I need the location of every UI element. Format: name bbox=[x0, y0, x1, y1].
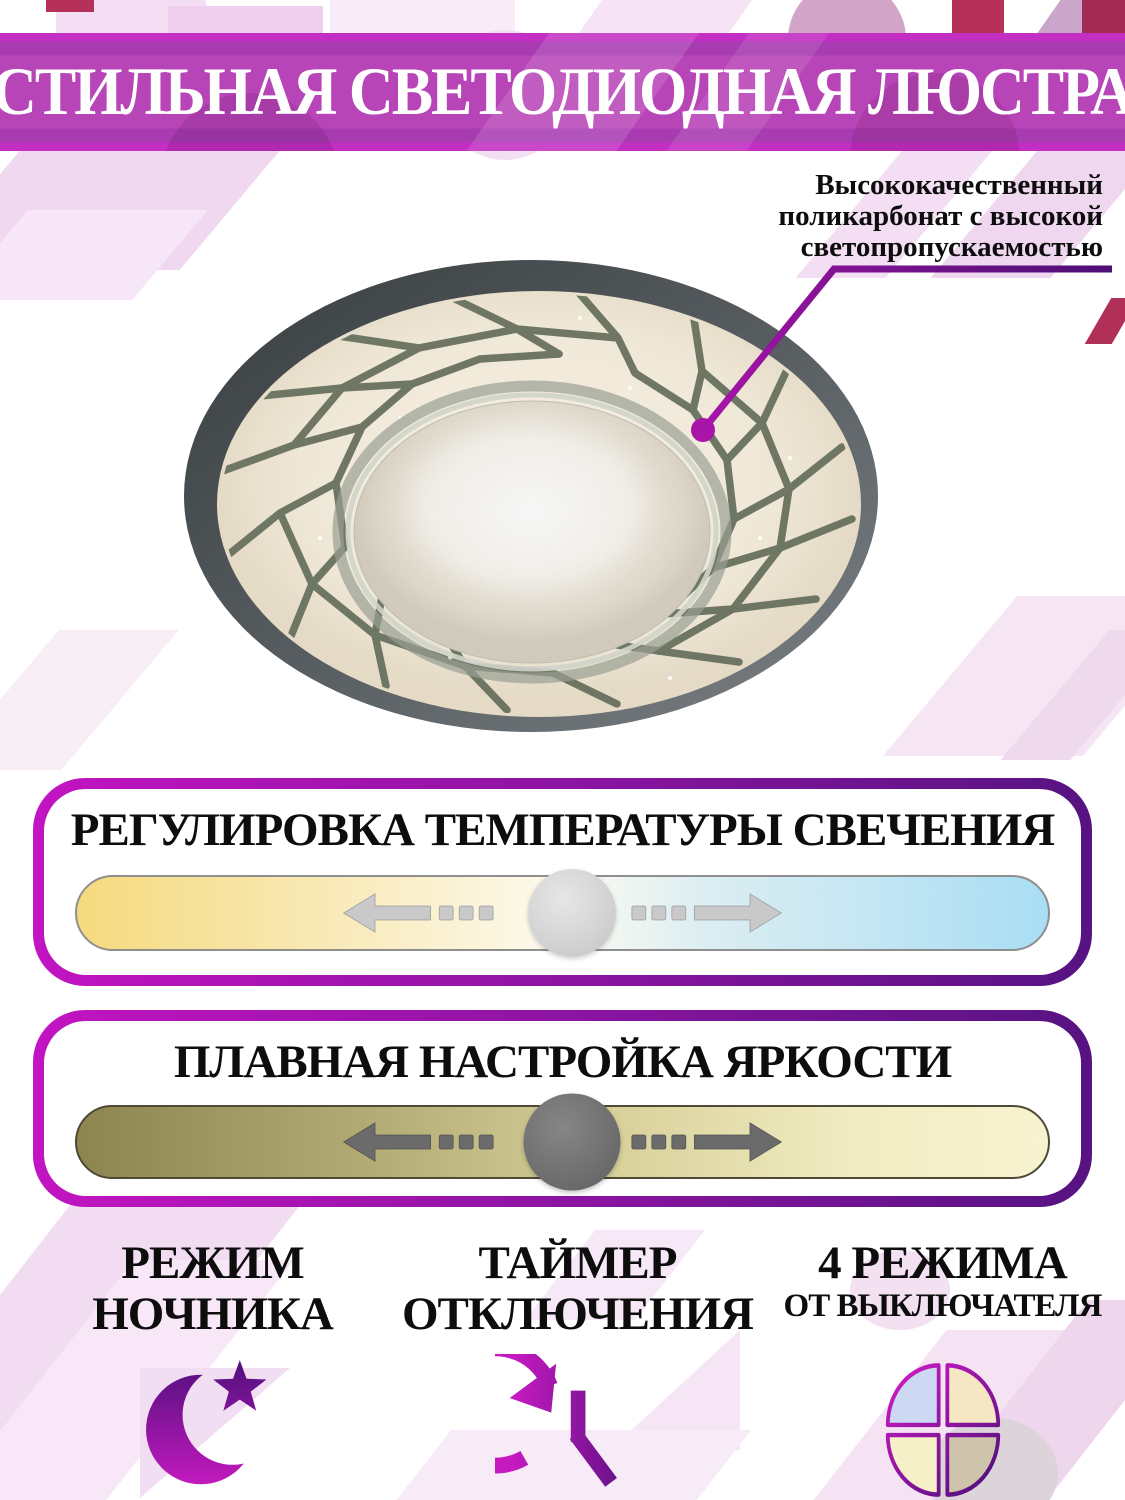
page-title: СТИЛЬНАЯ СВЕТОДИОДНАЯ ЛЮСТРА bbox=[0, 54, 1125, 129]
panel-inner: ПЛАВНАЯ НАСТРОЙКА ЯРКОСТИ bbox=[44, 1021, 1081, 1196]
annotation-line: Высококачественный bbox=[815, 169, 1103, 201]
feature-title: РЕЖИМ НОЧНИКА bbox=[30, 1238, 395, 1342]
brightness-slider[interactable] bbox=[75, 1093, 1050, 1191]
feature-off-timer: ТАЙМЕР ОТКЛЮЧЕНИЯ bbox=[395, 1238, 760, 1500]
moon-star-icon bbox=[30, 1354, 395, 1499]
panel-title: ПЛАВНАЯ НАСТРОЙКА ЯРКОСТИ bbox=[173, 1036, 952, 1088]
color-temperature-slider[interactable] bbox=[75, 869, 1050, 957]
annotation-line: светопропускаемостью bbox=[800, 231, 1103, 264]
bg-shape bbox=[46, 0, 94, 12]
panel-title: РЕГУЛИРОВКА ТЕМПЕРАТУРЫ СВЕЧЕНИЯ bbox=[70, 804, 1055, 856]
feature-line: ОТ ВЫКЛЮЧАТЕЛЯ bbox=[783, 1287, 1103, 1324]
feature-night-mode: РЕЖИМ НОЧНИКА bbox=[0, 1238, 395, 1500]
slider-knob[interactable] bbox=[528, 869, 617, 957]
bg-shape bbox=[850, 1250, 950, 1330]
panel-inner: РЕГУЛИРОВКА ТЕМПЕРАТУРЫ СВЕЧЕНИЯ bbox=[44, 789, 1081, 975]
features-row: РЕЖИМ НОЧНИКА bbox=[0, 1238, 1125, 1500]
lamp-center-ring bbox=[332, 380, 732, 684]
feature-line: 4 РЕЖИМА bbox=[818, 1237, 1068, 1289]
lamp-center-ring-inner bbox=[345, 392, 719, 672]
slider-knob[interactable] bbox=[523, 1093, 621, 1191]
arrow-left-icon bbox=[342, 1122, 494, 1162]
panel-brightness: ПЛАВНАЯ НАСТРОЙКА ЯРКОСТИ bbox=[33, 1010, 1092, 1207]
timer-history-icon bbox=[395, 1340, 760, 1500]
banner: СТИЛЬНАЯ СВЕТОДИОДНАЯ ЛЮСТРА bbox=[0, 33, 1125, 151]
ceiling-lamp-photo bbox=[184, 260, 878, 732]
feature-line: ТАЙМЕР bbox=[478, 1237, 678, 1289]
annotation-callout: Высококачественный поликарбонат с высоко… bbox=[778, 169, 1103, 264]
arrow-right-icon bbox=[631, 1122, 783, 1162]
feature-line: НОЧНИКА bbox=[92, 1287, 334, 1340]
four-modes-icon bbox=[760, 1354, 1125, 1500]
lamp-sparkles bbox=[318, 316, 792, 680]
annotation-line: поликарбонат с высокой bbox=[778, 200, 1103, 233]
arrow-left-icon bbox=[342, 893, 494, 933]
bg-shape bbox=[1084, 298, 1125, 344]
arrow-right-icon bbox=[631, 893, 783, 933]
feature-title: ТАЙМЕР ОТКЛЮЧЕНИЯ bbox=[395, 1238, 760, 1342]
feature-line: РЕЖИМ bbox=[121, 1237, 304, 1289]
feature-title: 4 РЕЖИМА ОТ ВЫКЛЮЧАТЕЛЯ bbox=[760, 1238, 1125, 1342]
feature-line: ОТКЛЮЧЕНИЯ bbox=[401, 1287, 754, 1340]
lamp-highlight bbox=[406, 422, 646, 586]
feature-four-modes: 4 РЕЖИМА ОТ ВЫКЛЮЧАТЕЛЯ bbox=[760, 1238, 1125, 1500]
bg-shape bbox=[952, 0, 1004, 38]
panel-color-temperature: РЕГУЛИРОВКА ТЕМПЕРАТУРЫ СВЕЧЕНИЯ bbox=[33, 778, 1092, 986]
